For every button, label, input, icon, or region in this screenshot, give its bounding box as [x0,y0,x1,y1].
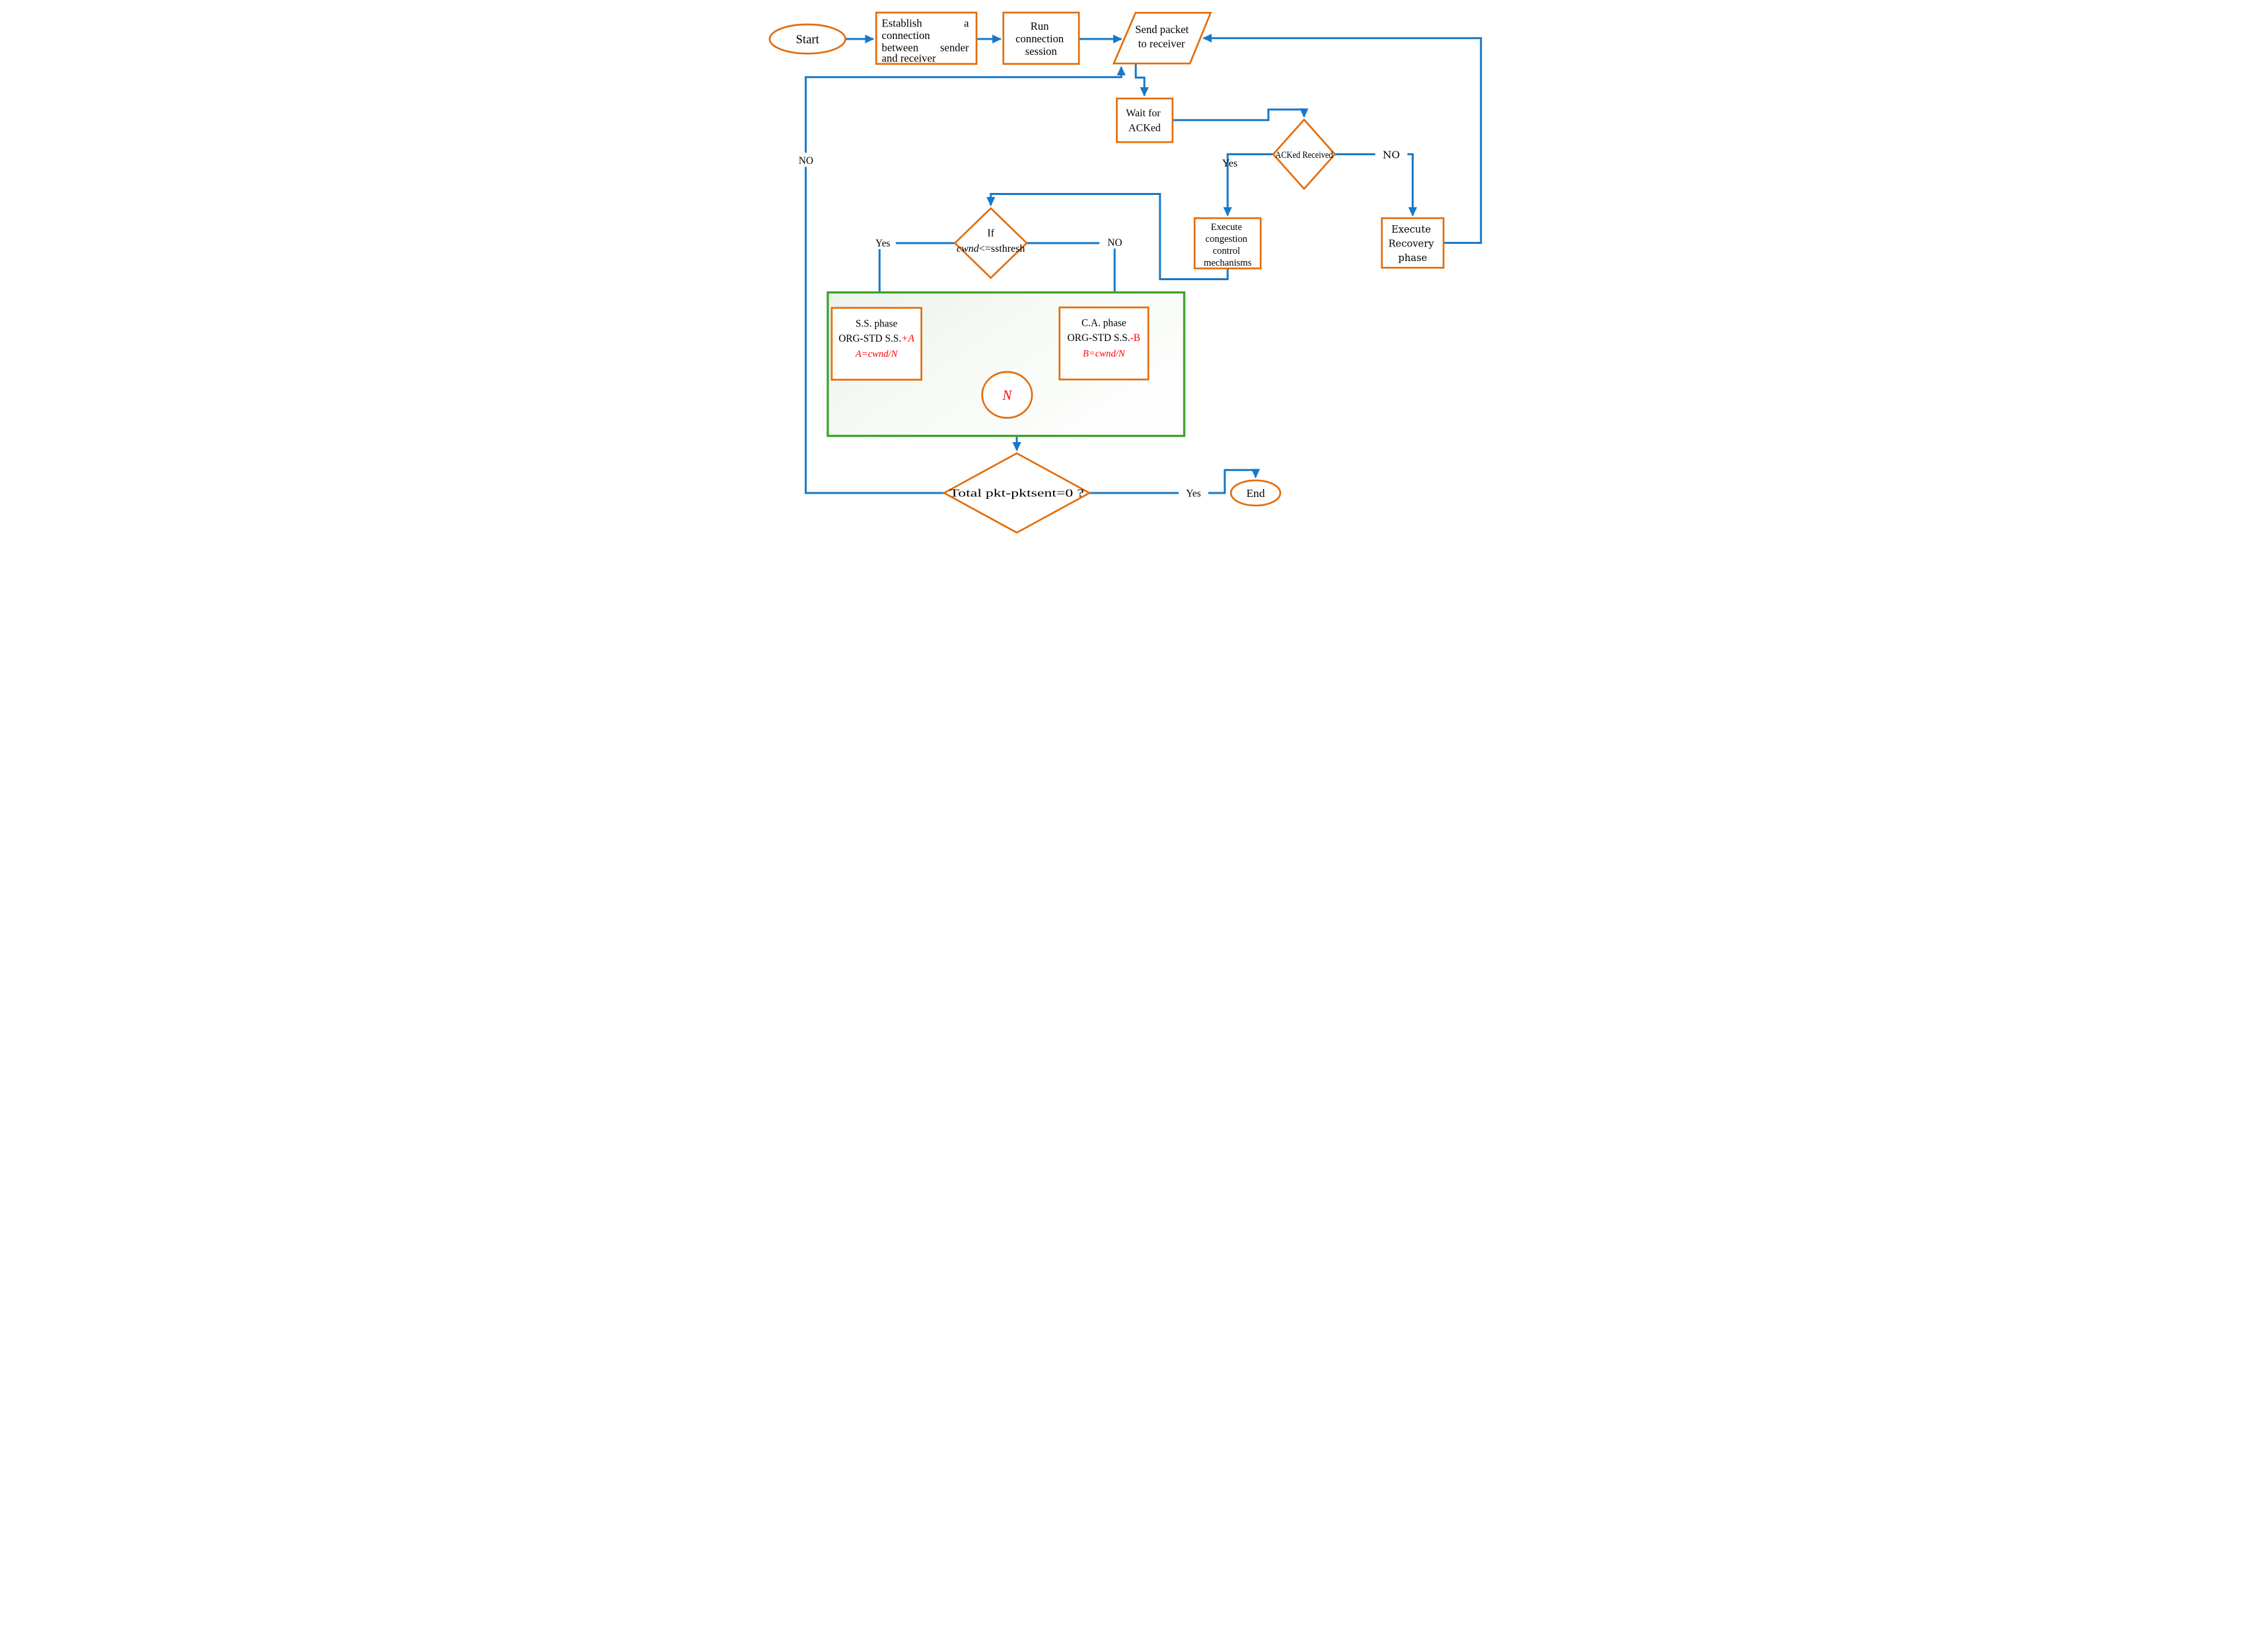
svg-text:Execute congestion: Execute congestion control mechanisms [1203,222,1251,268]
establish-line3-left: between [881,41,918,54]
svg-text:cwnd<=ssthresh: cwnd<=ssthresh [957,243,1025,254]
svg-text:ORG-STD S.S.-B: ORG-STD S.S.-B [1067,332,1140,344]
edge-total-yes-to-end [1089,469,1260,494]
establish-line3-right: sender [940,41,969,54]
recovery-line1: Execute [1391,224,1431,235]
establish-line2: connection [881,29,930,42]
n-connector-node: N [980,371,1033,419]
svg-text:Execute Recovery p: Execute Recovery phase [1388,224,1437,264]
svg-text:Wait for ACKed: Wait for ACKed [1126,108,1163,133]
start-label: Start [795,33,819,47]
cwnd-threshold-decision: If cwnd<=ssthresh [953,207,1028,280]
edge-recovery-to-sendpacket [1202,34,1482,244]
label-if-yes: Yes [869,236,896,250]
edge-wait-to-ackeddecision [1172,108,1309,122]
svg-text:NO: NO [1107,237,1122,248]
establish-line4: and receiver [881,52,935,64]
svg-text:NO: NO [798,155,813,167]
label-total-yes: Yes [1178,485,1208,500]
establish-line1-right: a [964,17,969,30]
ss-line2-red: +A [901,333,914,344]
congestion-line4: mechanisms [1203,258,1251,268]
total-decision-label: Total pkt-pktsent=0 ? [949,486,1083,499]
ca-line2-red: -B [1130,332,1140,344]
label-acked-no: NO [1375,147,1407,162]
acked-decision-label: ACKed Received [1275,150,1333,161]
n-label: N [1002,389,1012,403]
if-line1: If [987,227,994,239]
edge-congestion-to-ifdecision [986,192,1229,281]
run-line1: Run [1030,20,1048,32]
edge-acked-no-to-recovery [1335,153,1417,217]
run-session-process: Run connection session [1002,11,1079,65]
ca-phase-process: C.A. phase ORG-STD S.S.-B B=cwnd/N [1058,306,1150,381]
svg-text:Send packet to receiver: Send packet to receiver [1135,23,1191,50]
label-if-no: NO [1099,235,1130,249]
svg-text:NO: NO [1382,149,1399,161]
svg-text:Yes: Yes [875,238,890,249]
establish-connection-process: Establish a connection between sender an… [875,11,977,65]
establish-line1-left: Establish [881,17,922,30]
edge-acked-yes-to-congestion [1223,153,1273,217]
sendpacket-line1: Send packet [1135,23,1189,36]
edge-sendpacket-to-wait [1134,63,1149,97]
ss-line1: S.S. phase [855,319,897,330]
run-line2: connection [1015,32,1064,45]
recovery-line3: phase [1398,252,1427,264]
congestion-line1: Execute [1210,222,1241,233]
congestion-line3: control [1212,246,1240,256]
run-line3: session [1025,45,1057,57]
start-terminator: Start [768,23,846,55]
send-packet-io: Send packet to receiver [1112,12,1212,65]
acked-received-decision: ACKed Received [1271,118,1336,190]
ss-line2-black: ORG-STD S.S. [838,333,901,344]
label-total-no: NO [789,153,823,167]
end-terminator: End [1229,479,1281,507]
if-line2-cwnd: cwnd [957,243,980,254]
end-label: End [1246,487,1264,500]
recovery-line2: Recovery [1388,238,1434,249]
svg-text:Yes: Yes [1186,488,1200,499]
sendpacket-line2: to receiver [1138,38,1185,50]
ss-line3: A=cwnd/N [854,349,898,359]
svg-text:Run connection ses: Run connection session [1015,20,1066,57]
svg-text:ORG-STD S.S.+A: ORG-STD S.S.+A [838,333,914,344]
edge-total-no-to-sendpacket [804,66,1126,494]
recovery-phase-process: Execute Recovery phase [1380,217,1444,269]
ss-phase-process: S.S. phase ORG-STD S.S.+A A=cwnd/N [830,307,922,381]
wait-line2: ACKed [1128,122,1161,133]
svg-text:Establish a connec: Establish a connection between sender an… [881,17,971,65]
label-acked-yes: Yes [1222,158,1237,169]
flowchart-canvas: Start Establish a connection between sen… [755,0,1513,542]
wait-ack-process: Wait for ACKed [1115,97,1173,143]
wait-line1: Wait for [1126,108,1161,119]
ca-line1: C.A. phase [1081,318,1126,329]
ca-line2-black: ORG-STD S.S. [1067,332,1130,344]
if-line2-rest: <=ssthresh [978,243,1025,254]
congestion-line2: congestion [1205,234,1247,245]
congestion-control-process: Execute congestion control mechanisms [1193,217,1262,270]
total-packet-decision: Total pkt-pktsent=0 ? [941,452,1091,534]
ca-line3: B=cwnd/N [1082,349,1125,359]
flowchart-svg: Start Establish a connection between sen… [768,11,1482,534]
svg-text:Yes: Yes [1222,158,1237,169]
